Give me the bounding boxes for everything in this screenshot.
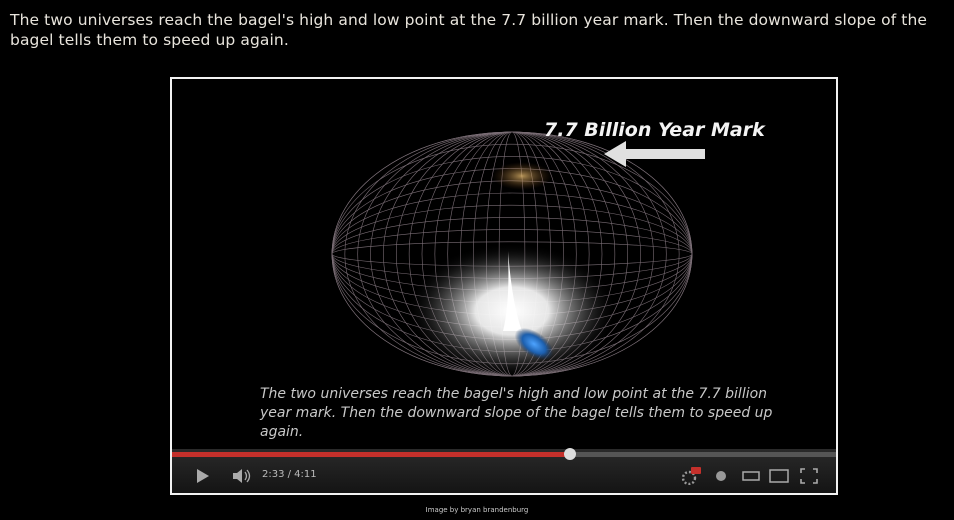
annotations-button[interactable] — [712, 467, 730, 485]
mark-label: 7.7 Billion Year Mark — [544, 119, 765, 141]
progress-fill — [172, 452, 571, 457]
volume-button[interactable] — [232, 467, 254, 485]
large-player-button[interactable] — [768, 467, 790, 485]
fullscreen-button[interactable] — [798, 467, 820, 485]
small-player-button[interactable] — [740, 467, 762, 485]
settings-button[interactable] — [680, 467, 702, 485]
hd-settings-icon — [681, 467, 701, 485]
city-lights — [492, 162, 552, 190]
volume-icon — [233, 469, 251, 483]
image-credit: Image by bryan brandenburg — [425, 506, 529, 514]
time-display: 2:33 / 4:11 — [262, 469, 317, 480]
intro-caption: The two universes reach the bagel's high… — [10, 11, 928, 49]
torus-visualization — [331, 131, 705, 379]
subtitle-overlay: The two universes reach the bagel's high… — [260, 386, 773, 440]
arrow-left-icon — [604, 141, 705, 167]
video-player[interactable]: 7.7 Billion Year Mark The two universes … — [170, 77, 838, 495]
blue-galaxy — [514, 328, 554, 360]
small-player-icon — [742, 471, 760, 481]
fullscreen-icon — [800, 468, 818, 484]
play-icon — [197, 469, 209, 483]
progress-bar[interactable] — [172, 448, 836, 460]
player-controls: 2:33 / 4:11 — [172, 448, 836, 493]
progress-handle[interactable] — [564, 448, 577, 460]
funnel-spike — [503, 251, 522, 331]
large-player-icon — [769, 469, 789, 483]
play-button[interactable] — [194, 467, 212, 485]
annotations-icon — [716, 471, 726, 481]
